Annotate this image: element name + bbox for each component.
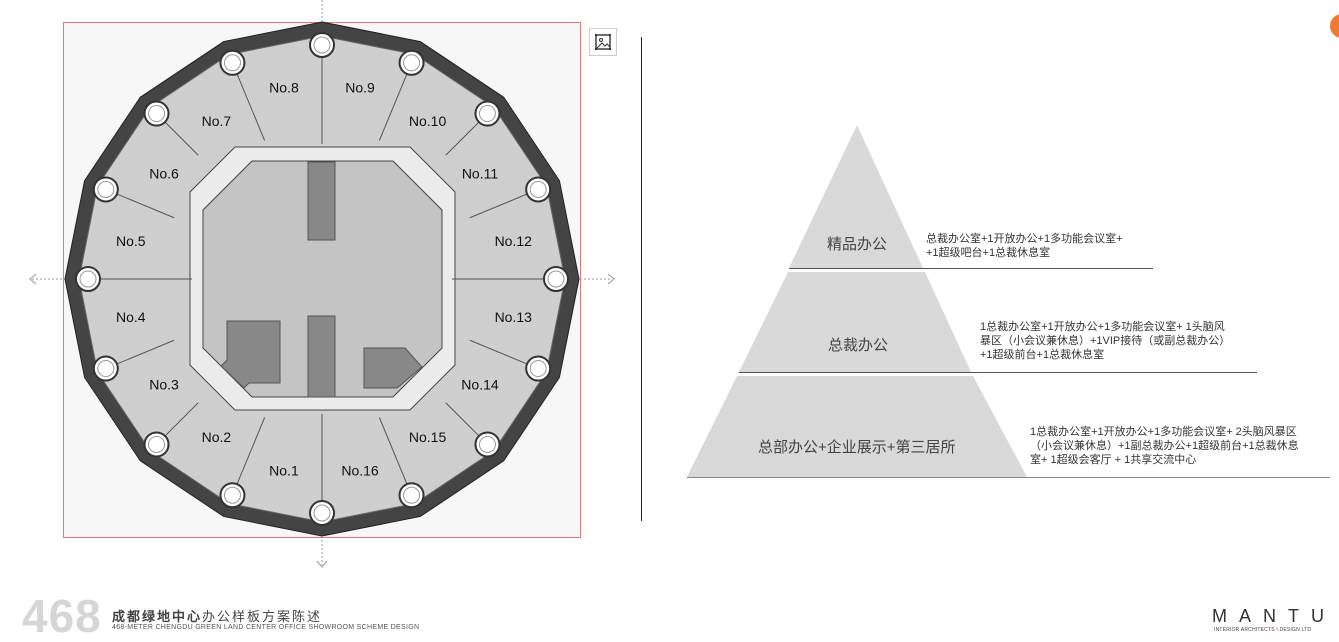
accent-dot (1330, 14, 1339, 38)
unit-label-no8: No.8 (269, 80, 299, 96)
pyramid-tier-1 (789, 125, 923, 268)
column-inner (97, 360, 115, 378)
column-inner (148, 435, 166, 453)
partition-line (469, 339, 537, 369)
column-inner (79, 270, 97, 288)
column-inner (478, 435, 496, 453)
tier-1-desc: 总裁办公室+1开放办公+1多功能会议室++1超级吧台+1总裁休息室 (926, 233, 1123, 259)
vertical-divider (641, 37, 642, 521)
logo-subtitle: INTERIOR ARCHITECTS I DESIGN LTD (1214, 627, 1312, 633)
logo: MANTU (1212, 606, 1336, 626)
tier-2-line (739, 372, 1257, 373)
core-shaft (307, 161, 336, 241)
core-shaft (307, 315, 336, 398)
unit-label-no9: No.9 (345, 80, 375, 96)
partition-line (378, 417, 412, 494)
tier-3-line (687, 477, 1330, 478)
column-inner (547, 270, 565, 288)
partition-line (232, 64, 266, 141)
unit-label-no6: No.6 (149, 165, 179, 181)
column-inner (313, 36, 331, 54)
tier-2-title: 总裁办公 (828, 337, 889, 354)
tier-1-line (789, 268, 1153, 269)
footer-subtitle: 468-METER CHENGDU GREEN LAND CENTER OFFI… (112, 624, 420, 631)
unit-label-no3: No.3 (149, 377, 179, 393)
core-room (363, 347, 423, 389)
core-room (220, 320, 281, 389)
pyramid-tier-2 (739, 272, 971, 372)
unit-label-no7: No.7 (202, 113, 232, 129)
partition-line (469, 189, 537, 219)
column-inner (403, 486, 421, 504)
column-inner (97, 180, 115, 198)
footer-title: 成都绿地中心办公样板方案陈述 (112, 609, 323, 624)
unit-label-no16: No.16 (341, 462, 379, 478)
partition-line (378, 64, 412, 141)
footer-number: 468 (22, 590, 102, 642)
axis-arrows (29, 273, 615, 568)
tier-3-title: 总部办公+企业展示+第三居所 (758, 439, 956, 456)
partition-line (107, 339, 175, 369)
column-inner (478, 105, 496, 123)
column-inner (313, 504, 331, 522)
unit-label-no4: No.4 (116, 309, 146, 325)
column-inner (223, 486, 241, 504)
partition-line (232, 417, 266, 494)
column-inner (529, 180, 547, 198)
unit-label-no1: No.1 (269, 462, 299, 478)
unit-label-no5: No.5 (116, 233, 146, 249)
column-inner (223, 54, 241, 72)
unit-label-no13: No.13 (495, 309, 533, 325)
partition-line (107, 189, 175, 219)
unit-label-no11: No.11 (462, 165, 499, 181)
unit-label-no14: No.14 (461, 377, 499, 393)
tier-2-desc: 1总裁办公室+1开放办公+1多功能会议室+ 1头脑风暴区（小会议兼休息）+1VI… (980, 321, 1231, 361)
tier-1-title: 精品办公 (827, 236, 888, 253)
unit-label-no15: No.15 (409, 429, 447, 445)
column-inner (529, 360, 547, 378)
unit-label-no2: No.2 (202, 429, 232, 445)
pyramid-tier-3 (687, 376, 1027, 477)
column-inner (148, 105, 166, 123)
tier-3-desc: 1总裁办公室+1开放办公+1多功能会议室+ 2头脑风暴区（小会议兼休息）+1副总… (1030, 426, 1299, 466)
column-inner (403, 54, 421, 72)
unit-label-no12: No.12 (495, 233, 533, 249)
unit-label-no10: No.10 (409, 113, 447, 129)
image-icon[interactable] (589, 28, 617, 56)
